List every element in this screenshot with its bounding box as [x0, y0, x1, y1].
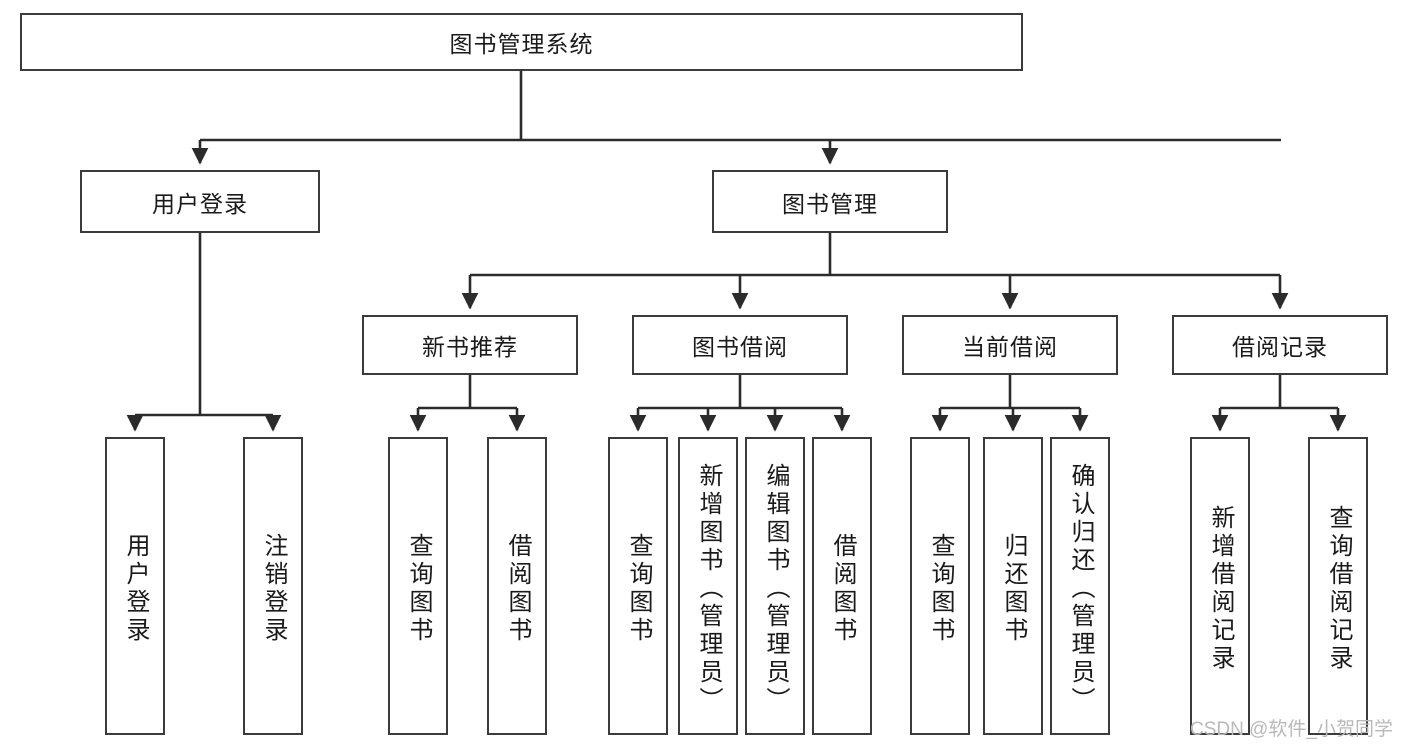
- node-label: 查询图书: [927, 533, 954, 645]
- leaf-query-borrow-record[interactable]: 查询借阅记录: [1308, 437, 1368, 735]
- leaf-query-books-recommend[interactable]: 查询图书: [388, 437, 448, 735]
- node-label: 新增图书（管理员）: [695, 463, 722, 715]
- leaf-borrow-books-recommend[interactable]: 借阅图书: [487, 437, 547, 735]
- leaf-add-book-admin[interactable]: 新增图书（管理员）: [678, 437, 738, 735]
- leaf-query-books-current[interactable]: 查询图书: [910, 437, 970, 735]
- node-book-borrow[interactable]: 图书借阅: [632, 315, 848, 375]
- leaf-logout-login[interactable]: 注销登录: [243, 437, 303, 735]
- node-label: 新增借阅记录: [1207, 505, 1234, 673]
- node-label: 图书管理系统: [449, 31, 594, 57]
- node-user-login[interactable]: 用户登录: [80, 170, 320, 233]
- leaf-add-borrow-record[interactable]: 新增借阅记录: [1190, 437, 1250, 735]
- leaf-return-books[interactable]: 归还图书: [983, 437, 1043, 735]
- node-label: 借阅记录: [1232, 334, 1328, 360]
- node-label: 图书管理: [782, 190, 878, 217]
- node-label: 查询借阅记录: [1325, 505, 1352, 673]
- node-label: 查询图书: [405, 533, 432, 645]
- leaf-user-login[interactable]: 用户登录: [105, 437, 165, 735]
- node-current-borrow[interactable]: 当前借阅: [902, 315, 1118, 375]
- leaf-edit-book-admin[interactable]: 编辑图书（管理员）: [745, 437, 805, 735]
- node-label: 借阅图书: [829, 533, 856, 645]
- node-label: 图书借阅: [692, 334, 788, 360]
- node-label: 借阅图书: [504, 533, 531, 645]
- node-label: 查询图书: [625, 533, 652, 645]
- node-root-system[interactable]: 图书管理系统: [20, 13, 1023, 71]
- node-label: 归还图书: [1000, 533, 1027, 645]
- node-label: 确认归还（管理员）: [1067, 463, 1094, 715]
- node-label: 新书推荐: [422, 334, 518, 360]
- node-borrow-record[interactable]: 借阅记录: [1172, 315, 1388, 375]
- node-book-management[interactable]: 图书管理: [712, 170, 948, 233]
- node-label: 用户登录: [152, 190, 248, 217]
- node-label: 编辑图书（管理员）: [762, 463, 789, 715]
- node-label: 注销登录: [260, 533, 287, 645]
- node-new-book-recommend[interactable]: 新书推荐: [362, 315, 578, 375]
- leaf-borrow-books[interactable]: 借阅图书: [812, 437, 872, 735]
- leaf-confirm-return-admin[interactable]: 确认归还（管理员）: [1050, 437, 1110, 735]
- node-label: 用户登录: [122, 533, 149, 645]
- leaf-query-books-borrow[interactable]: 查询图书: [608, 437, 668, 735]
- node-label: 当前借阅: [962, 334, 1058, 360]
